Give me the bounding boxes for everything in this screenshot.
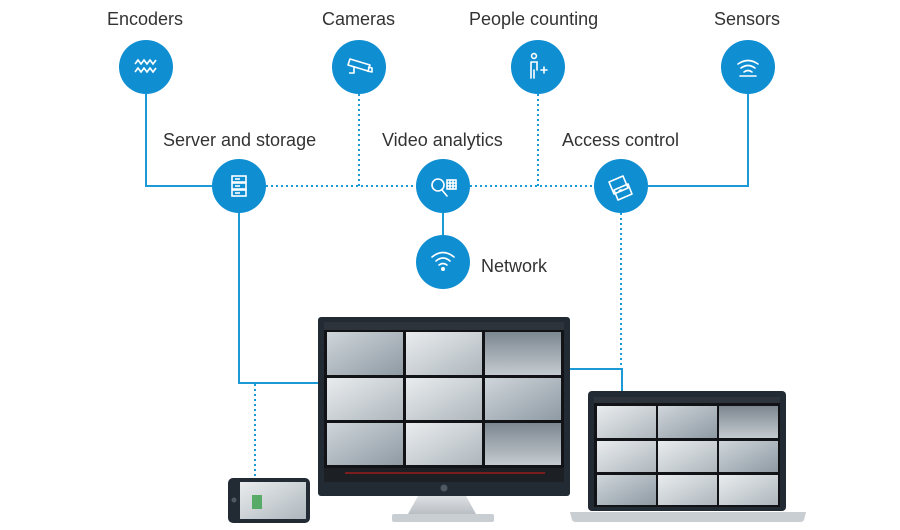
label-network: Network: [481, 256, 548, 276]
connector-encoders-server: [145, 94, 212, 187]
connector-sensors-access: [648, 94, 749, 187]
label-server-storage: Server and storage: [163, 130, 317, 150]
tablet: [228, 478, 310, 523]
server-icon: [231, 175, 247, 197]
connectors-dotted: [254, 94, 622, 478]
monitor-base: [392, 514, 494, 522]
node-encoders: [119, 40, 173, 94]
label-cameras: Cameras: [322, 9, 396, 29]
laptop-base: [570, 512, 806, 522]
camera-icon: [347, 58, 373, 74]
access-card-icon: [608, 175, 633, 201]
wifi-icon: [431, 251, 455, 271]
connectors-solid: [145, 94, 749, 391]
connector-monitor-laptop: [570, 368, 623, 391]
node-network: [416, 235, 470, 289]
laptop: [570, 391, 806, 522]
laptop-video-grid: [597, 406, 778, 505]
node-video-analytics: [416, 159, 470, 213]
node-people-counting: [511, 40, 565, 94]
node-cameras: [332, 40, 386, 94]
person-counting-icon: [530, 52, 548, 79]
sensor-icon: [737, 59, 759, 77]
node-access-control: [594, 159, 648, 213]
monitor-stand: [408, 496, 476, 514]
label-access-control: Access control: [562, 130, 680, 150]
node-server-storage: [212, 159, 266, 213]
analytics-icon: [431, 178, 457, 197]
label-sensors: Sensors: [714, 9, 781, 29]
label-video-analytics: Video analytics: [382, 130, 503, 150]
encoder-icon: [134, 58, 157, 74]
connector-server-monitor: [238, 213, 318, 384]
monitor-video-grid: [327, 332, 561, 465]
label-people-counting: People counting: [469, 9, 599, 29]
node-sensors: [721, 40, 775, 94]
label-encoders: Encoders: [107, 9, 184, 29]
desktop-monitor: [318, 317, 570, 522]
